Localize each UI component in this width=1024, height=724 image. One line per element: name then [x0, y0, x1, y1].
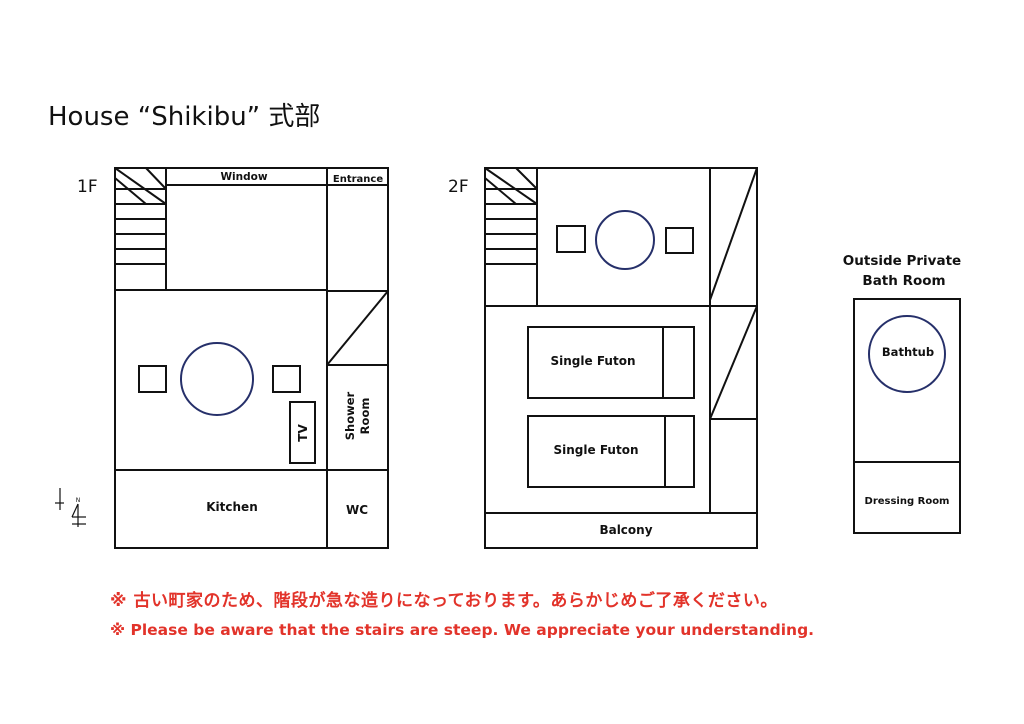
shower-room-label-line2: Room — [358, 398, 372, 435]
floor-1-stairs — [114, 167, 167, 291]
bathtub-label: Bathtub — [882, 345, 934, 359]
futon-2-shape — [527, 415, 695, 488]
page-title: House “Shikibu” 式部 — [48, 102, 321, 132]
bathtub-shape — [868, 315, 946, 393]
chair-2f-left — [556, 225, 586, 253]
chair-left — [138, 365, 167, 393]
dressing-room-label: Dressing Room — [865, 496, 950, 507]
outside-bath-heading-line2: Bath Room — [862, 273, 945, 289]
futon-2-label: Single Futon — [554, 443, 639, 457]
bath-outline — [853, 298, 961, 534]
tv-unit — [289, 401, 316, 464]
floor-2-outline — [484, 167, 758, 549]
floor-1-plan — [114, 167, 389, 549]
wc-label: WC — [346, 503, 368, 517]
outside-bath-plan — [853, 298, 961, 534]
chair-2f-right — [665, 227, 694, 254]
notice-english: ※ Please be aware that the stairs are st… — [110, 621, 815, 639]
table-2f — [595, 210, 655, 270]
futon-1-shape — [527, 326, 695, 399]
balcony-label: Balcony — [599, 523, 652, 537]
floor-1-outline — [114, 167, 389, 549]
floor-1-label: 1F — [77, 177, 98, 197]
futon-1-label: Single Futon — [551, 354, 636, 368]
floor-2-plan — [484, 167, 758, 549]
floor-2-label: 2F — [448, 177, 469, 197]
compass-n-label: N — [76, 497, 81, 504]
shower-room-label-line1: Shower — [343, 391, 357, 440]
floor-2-stairs — [484, 167, 538, 306]
compass-mark — [55, 488, 86, 527]
chair-right — [272, 365, 301, 393]
tv-label: TV — [296, 424, 310, 442]
outside-bath-heading-line1: Outside Private — [843, 253, 961, 269]
notice-japanese: ※ 古い町家のため、階段が急な造りになっております。あらかじめご了承ください。 — [110, 591, 778, 611]
kitchen-label: Kitchen — [206, 500, 258, 514]
entrance-label: Entrance — [333, 174, 383, 185]
window-label: Window — [220, 171, 267, 183]
dining-table — [180, 342, 254, 416]
